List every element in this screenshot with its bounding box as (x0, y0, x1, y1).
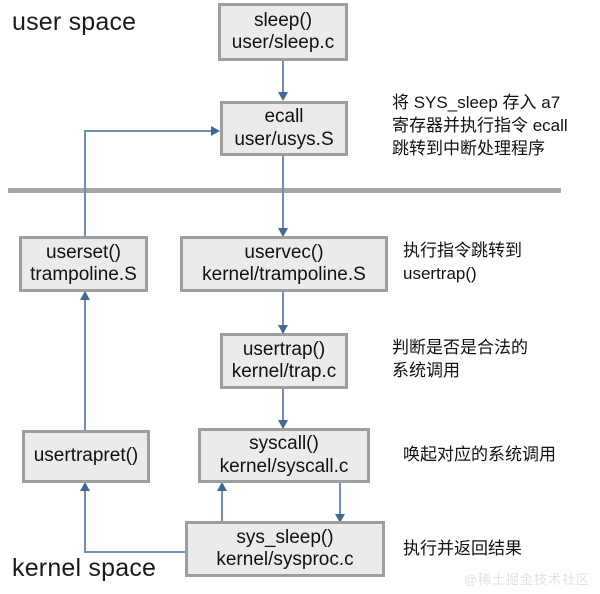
node-userset-line1: userset() (46, 241, 121, 263)
node-sleep-line1: sleep() (253, 9, 313, 31)
node-uservec[interactable]: uservec() kernel/trampoline.S (180, 236, 388, 292)
node-usertrap-line2: kernel/trap.c (231, 361, 337, 382)
note-syscall: 唤起对应的系统调用 (403, 445, 556, 464)
node-userset-line2: trampoline.S (30, 264, 137, 285)
arrowhead-ecall-to-uservec (278, 228, 288, 237)
node-sleep[interactable]: sleep() user/sleep.c (218, 3, 348, 61)
node-uservec-line1: uservec() (244, 241, 324, 263)
arrowhead-userset-to-ecall (211, 126, 220, 136)
node-sys-sleep-line1: sys_sleep() (236, 526, 334, 548)
node-ecall[interactable]: ecall user/usys.S (220, 101, 348, 156)
node-usertrap-line1: usertrap() (242, 338, 326, 360)
node-syscall-line1: syscall() (249, 433, 319, 455)
node-sys-sleep[interactable]: sys_sleep() kernel/sysproc.c (185, 521, 385, 577)
node-syscall-line2: kernel/syscall.c (219, 455, 349, 477)
arrowhead-syscall-to-sys-sleep (335, 514, 345, 523)
connector-sys-sleep-to-usertrapret-horizontal (84, 551, 185, 553)
node-sleep-line2: user/sleep.c (231, 32, 335, 53)
connector-ecall-to-uservec (282, 155, 284, 234)
note-ecall: 将 SYS_sleep 存入 a7 寄存器并执行指令 ecall 跳转到中断处理… (392, 93, 568, 158)
arrowhead-usertrapret-to-userset (80, 291, 90, 300)
connector-syscall-to-sys-sleep (339, 482, 341, 522)
user-space-label: user space (12, 8, 137, 36)
arrowhead-uservec-to-usertrap (278, 325, 288, 334)
connector-usertrapret-to-userset (84, 298, 86, 430)
note-uservec: 执行指令跳转到 usertrap() (403, 241, 522, 283)
connector-uservec-to-usertrap (282, 291, 284, 333)
arrowhead-sleep-to-ecall (278, 92, 288, 101)
arrowhead-sys-sleep-to-syscall (217, 482, 227, 491)
connector-sys-sleep-to-usertrapret-vertical (84, 489, 86, 552)
arrowhead-usertrap-to-syscall (278, 420, 288, 429)
arrowhead-sys-sleep-to-usertrapret (80, 482, 90, 491)
note-sys-sleep: 执行并返回结果 (403, 539, 522, 558)
kernel-space-label: kernel space (12, 554, 157, 582)
connector-sys-sleep-to-syscall (221, 489, 223, 522)
connector-usertrap-to-syscall (282, 388, 284, 428)
node-usertrapret-line1: usertrapret() (33, 445, 139, 467)
node-userset[interactable]: userset() trampoline.S (19, 236, 148, 292)
node-ecall-line2: user/usys.S (234, 128, 334, 150)
connector-sleep-to-ecall (282, 60, 284, 93)
node-usertrapret[interactable]: usertrapret() (22, 430, 150, 483)
node-syscall[interactable]: syscall() kernel/syscall.c (198, 428, 370, 483)
watermark: @稀土掘金技术社区 (463, 572, 590, 587)
note-usertrap: 判断是否是合法的 系统调用 (392, 338, 528, 380)
node-uservec-line2: kernel/trampoline.S (202, 264, 366, 285)
node-usertrap[interactable]: usertrap() kernel/trap.c (220, 333, 348, 389)
node-ecall-line1: ecall (264, 106, 304, 128)
connector-userset-to-ecall-vertical (84, 131, 86, 236)
connector-userset-to-ecall-horizontal (84, 130, 212, 132)
user-kernel-divider (8, 188, 561, 193)
node-sys-sleep-line2: kernel/sysproc.c (216, 549, 354, 570)
